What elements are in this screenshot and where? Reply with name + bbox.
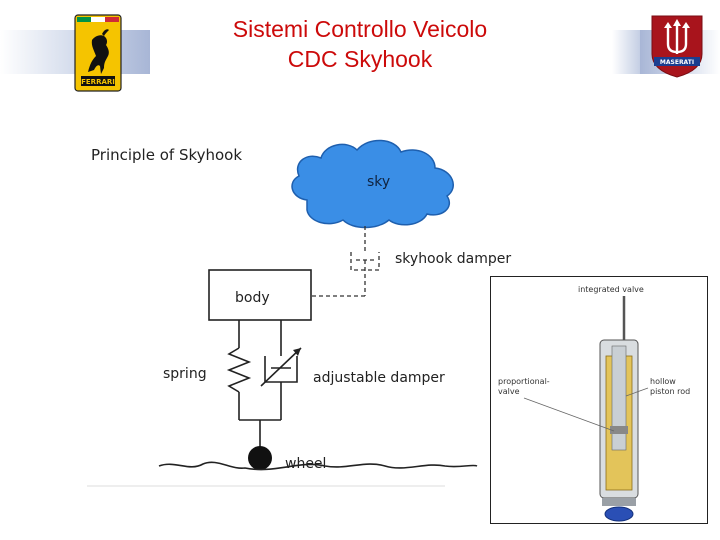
- damper-cutaway-photo: integrated valve proportional- valve hol…: [490, 276, 708, 524]
- spring: [226, 347, 252, 393]
- skyhook-principle-diagram: Principle of Skyhook sky skyhook damper …: [87, 139, 511, 487]
- title-line-2: CDC Skyhook: [287, 46, 433, 72]
- prancing-horse-shield-icon: FERRARI: [74, 14, 122, 92]
- diagram-heading: Principle of Skyhook: [91, 146, 242, 164]
- left-logo-caption: FERRARI: [81, 78, 115, 86]
- sky-cloud: sky: [291, 139, 454, 229]
- proportional-valve-line2: valve: [498, 387, 520, 396]
- adjustable-damper-label: adjustable damper: [313, 370, 445, 386]
- hollow-piston-rod-line2: piston rod: [650, 387, 690, 396]
- hollow-piston-rod-label: hollow piston rod: [650, 377, 690, 396]
- title-line-1: Sistemi Controllo Veicolo: [232, 16, 488, 42]
- proportional-valve-label: proportional- valve: [498, 377, 552, 396]
- skyhook-damper-label: skyhook damper: [395, 251, 511, 267]
- wheel: [248, 446, 272, 470]
- header-band-right-inner: [612, 30, 642, 74]
- page-title: Sistemi Controllo Veicolo CDC Skyhook: [150, 14, 570, 74]
- hollow-piston-rod-line1: hollow: [650, 377, 676, 386]
- road-profile: [158, 461, 478, 471]
- spring-label: spring: [163, 366, 207, 382]
- body-box: [208, 269, 312, 321]
- body-label: body: [235, 290, 270, 306]
- sky-label: sky: [367, 174, 390, 190]
- integrated-valve-label: integrated valve: [578, 285, 644, 294]
- trident-shield-icon: MASERATI: [651, 15, 703, 78]
- right-logo-caption: MASERATI: [660, 59, 694, 66]
- skyhook-damper: [311, 226, 380, 297]
- proportional-valve-line1: proportional-: [498, 377, 550, 386]
- adjust-arrow: [260, 347, 302, 387]
